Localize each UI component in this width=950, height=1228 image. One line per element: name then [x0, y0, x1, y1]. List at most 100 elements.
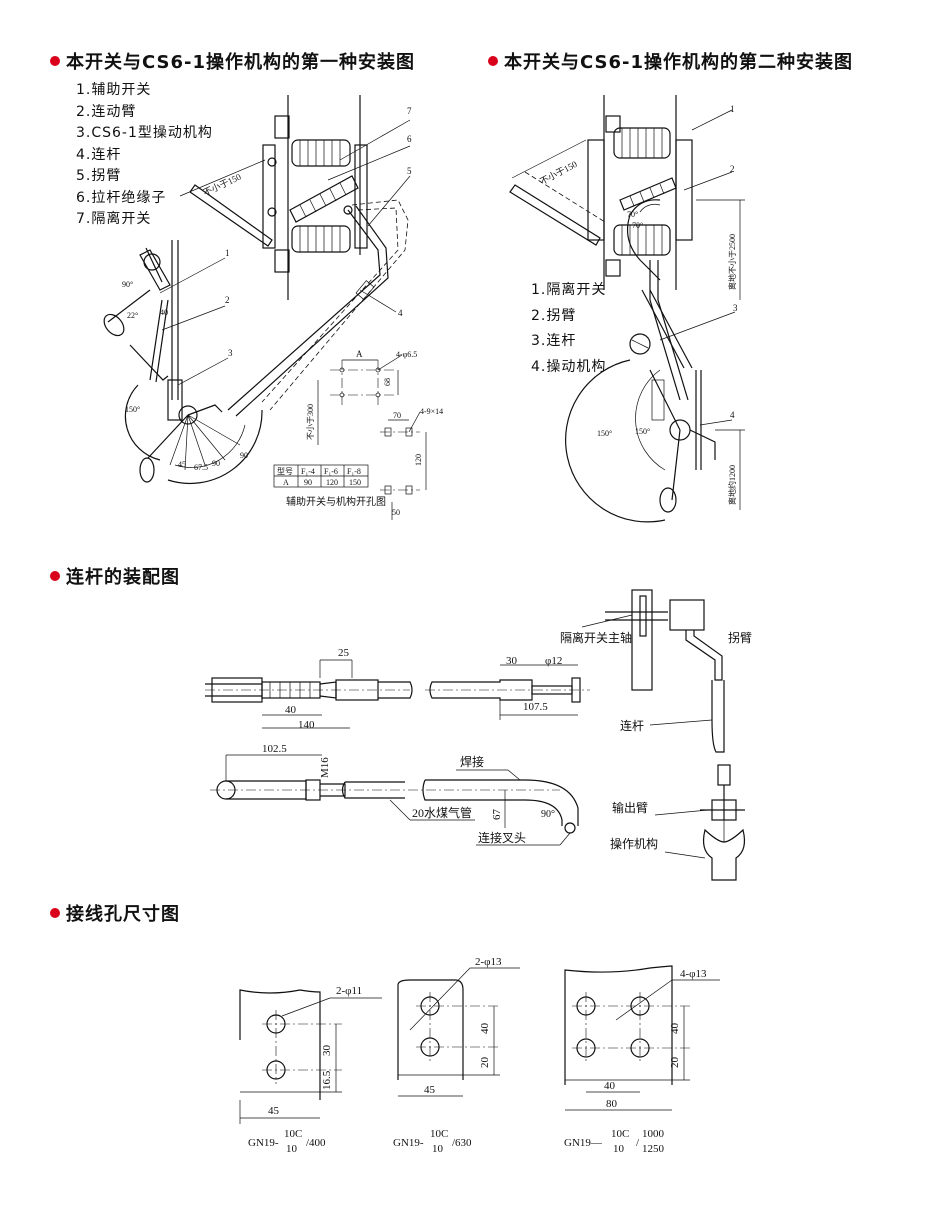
legend-item: 5.拐臂 [76, 168, 122, 184]
dim3-107: 107.5 [523, 701, 548, 713]
callout-2: 2 [225, 295, 230, 305]
dim2-70a: 70° [627, 210, 638, 219]
plate1-dim-b: 16.5 [321, 1070, 333, 1090]
label-output-arm: 输出臂 [612, 800, 648, 815]
heading-first-install: 本开关与CS6-1操作机构的第一种安装图 [50, 48, 415, 74]
legend-item: 2.连动臂 [76, 103, 137, 120]
label-rod: 连杆 [620, 718, 644, 733]
dim2-ground2500: 离地不小于2500 [727, 234, 737, 290]
plate2-holes: 2-φ13 [475, 956, 502, 968]
plate2-frac-top: 10C [430, 1128, 448, 1140]
dim-90deg: 90° [122, 280, 133, 289]
dim2-70b: 70° [632, 221, 643, 230]
callout-4: 4 [398, 308, 403, 318]
dim3-30: 30 [506, 655, 518, 667]
table-cell-2: 120 [326, 478, 338, 487]
legend-item: 3.连杆 [531, 333, 577, 349]
plate2-dim-a: 40 [479, 1023, 491, 1035]
switch-base-right [354, 144, 368, 249]
plate2-model-post: /630 [452, 1137, 472, 1149]
plate1-width: 45 [268, 1105, 280, 1117]
dim3-90deg: 90° [541, 809, 555, 820]
dim2-150a: 150° [597, 429, 612, 438]
callout-5: 5 [407, 166, 412, 176]
dim-90b: 90 [240, 451, 248, 460]
legend-item: 6.拉杆绝缘子 [76, 189, 167, 206]
plate2-frac-bot: 10 [432, 1143, 444, 1155]
switch-shaft-plate [631, 589, 653, 691]
table-header-1: F₁-4 [301, 467, 315, 476]
plate1-frac-top: 10C [284, 1128, 302, 1140]
label-pipe: 20水煤气管 [412, 805, 472, 820]
dim-90a: 90 [212, 459, 220, 468]
dim2-ground1200: 离地约1200 [727, 465, 737, 505]
table-header-3: F₁-8 [347, 467, 361, 476]
legend-item: 4.操动机构 [531, 358, 607, 375]
dim-45: 45 [178, 460, 186, 469]
dim3-67: 67 [491, 809, 503, 821]
terminal-plate-3 [564, 965, 673, 1085]
heading-linkage-assembly: 连杆的装配图 [50, 563, 180, 589]
dim-68: 68 [383, 378, 392, 386]
dim-22deg: 22° [127, 311, 138, 320]
label-main-shaft: 隔离开关主轴 [560, 630, 632, 645]
dim-min300: 不小于300 [306, 404, 315, 440]
label-weld: 焊接 [460, 754, 484, 769]
dim3-m16: M16 [319, 757, 331, 778]
plate3-frac-bot: 10 [613, 1143, 625, 1155]
dim-120: 120 [414, 454, 423, 466]
callout2-3: 3 [733, 303, 738, 313]
legend-item: 1.辅助开关 [76, 82, 152, 98]
dim2-min150: 不小于150 [538, 159, 579, 187]
plate3-model-post-top: 1000 [642, 1128, 665, 1140]
dim-150deg: 150° [125, 405, 140, 414]
dim3-40: 40 [285, 704, 297, 716]
bullet-icon [50, 56, 60, 66]
plate3-width: 80 [606, 1098, 618, 1110]
legend-item: 7.隔离开关 [76, 211, 152, 227]
fig2-installation-second: 不小于150 70° 70° 1 2 离地不小于2500 3 4 150° [509, 95, 745, 523]
table-caption: 辅助开关与机构开孔图 [286, 495, 386, 508]
label-crank: 拐臂 [728, 630, 752, 645]
callout-3: 3 [228, 348, 233, 358]
table-header-2: F₁-6 [324, 467, 338, 476]
fig1-installation-first: 不小于150 7 6 5 4 1 2 3 90° 22° [103, 95, 443, 520]
dim3-phi12: φ12 [545, 655, 562, 667]
heading-terminal-holes: 接线孔尺寸图 [50, 900, 180, 926]
dim2-150b: 150° [635, 427, 650, 436]
legend-first: 1.辅助开关 2.连动臂 3.CS6-1型操动机构 4.连杆 5.拐臂 6.拉杆… [76, 80, 213, 231]
legend-item: 2.拐臂 [531, 307, 577, 324]
legend-item: 1.隔离开关 [531, 282, 607, 298]
dim-70: 70 [393, 411, 401, 420]
plate1-model-pre: GN19- [248, 1137, 279, 1149]
plate1-model-post: /400 [306, 1137, 326, 1149]
legend-item: 3.CS6-1型操动机构 [76, 125, 213, 141]
callout-1: 1 [225, 248, 230, 258]
plate3-dim-a: 40 [669, 1023, 681, 1035]
dim-40: 40 [160, 308, 168, 317]
plate3-model-pre: GN19— [564, 1137, 603, 1149]
label-mechanism: 操作机构 [610, 836, 658, 851]
terminal-plate-2 [397, 979, 464, 1080]
label-fork: 连接叉头 [478, 830, 526, 845]
legend-item: 4.连杆 [76, 146, 122, 163]
dim-50: 50 [392, 508, 400, 517]
dim-holes-4-6.5: 4-φ6.5 [396, 350, 417, 359]
callout2-4: 4 [730, 410, 735, 420]
plate1-holes: 2-φ11 [336, 985, 362, 997]
table-cell-3: 150 [349, 478, 361, 487]
table-cell-0: A [283, 478, 289, 487]
dim-A: A [356, 349, 363, 359]
callout-7: 7 [407, 106, 412, 116]
plate3-holes: 4-φ13 [680, 968, 707, 980]
dim3-25: 25 [338, 647, 350, 659]
bullet-icon [50, 908, 60, 918]
bullet-icon [50, 571, 60, 581]
terminal-plate-1 [239, 989, 321, 1100]
dim-holes-4-9x14: 4-9×14 [420, 407, 443, 416]
plate3-model-post-bot: 1250 [642, 1143, 665, 1155]
legend-second: 1.隔离开关 2.拐臂 3.连杆 4.操动机构 [531, 278, 606, 380]
dim-67: 67.5 [194, 463, 208, 472]
dim3-102: 102.5 [262, 743, 287, 755]
